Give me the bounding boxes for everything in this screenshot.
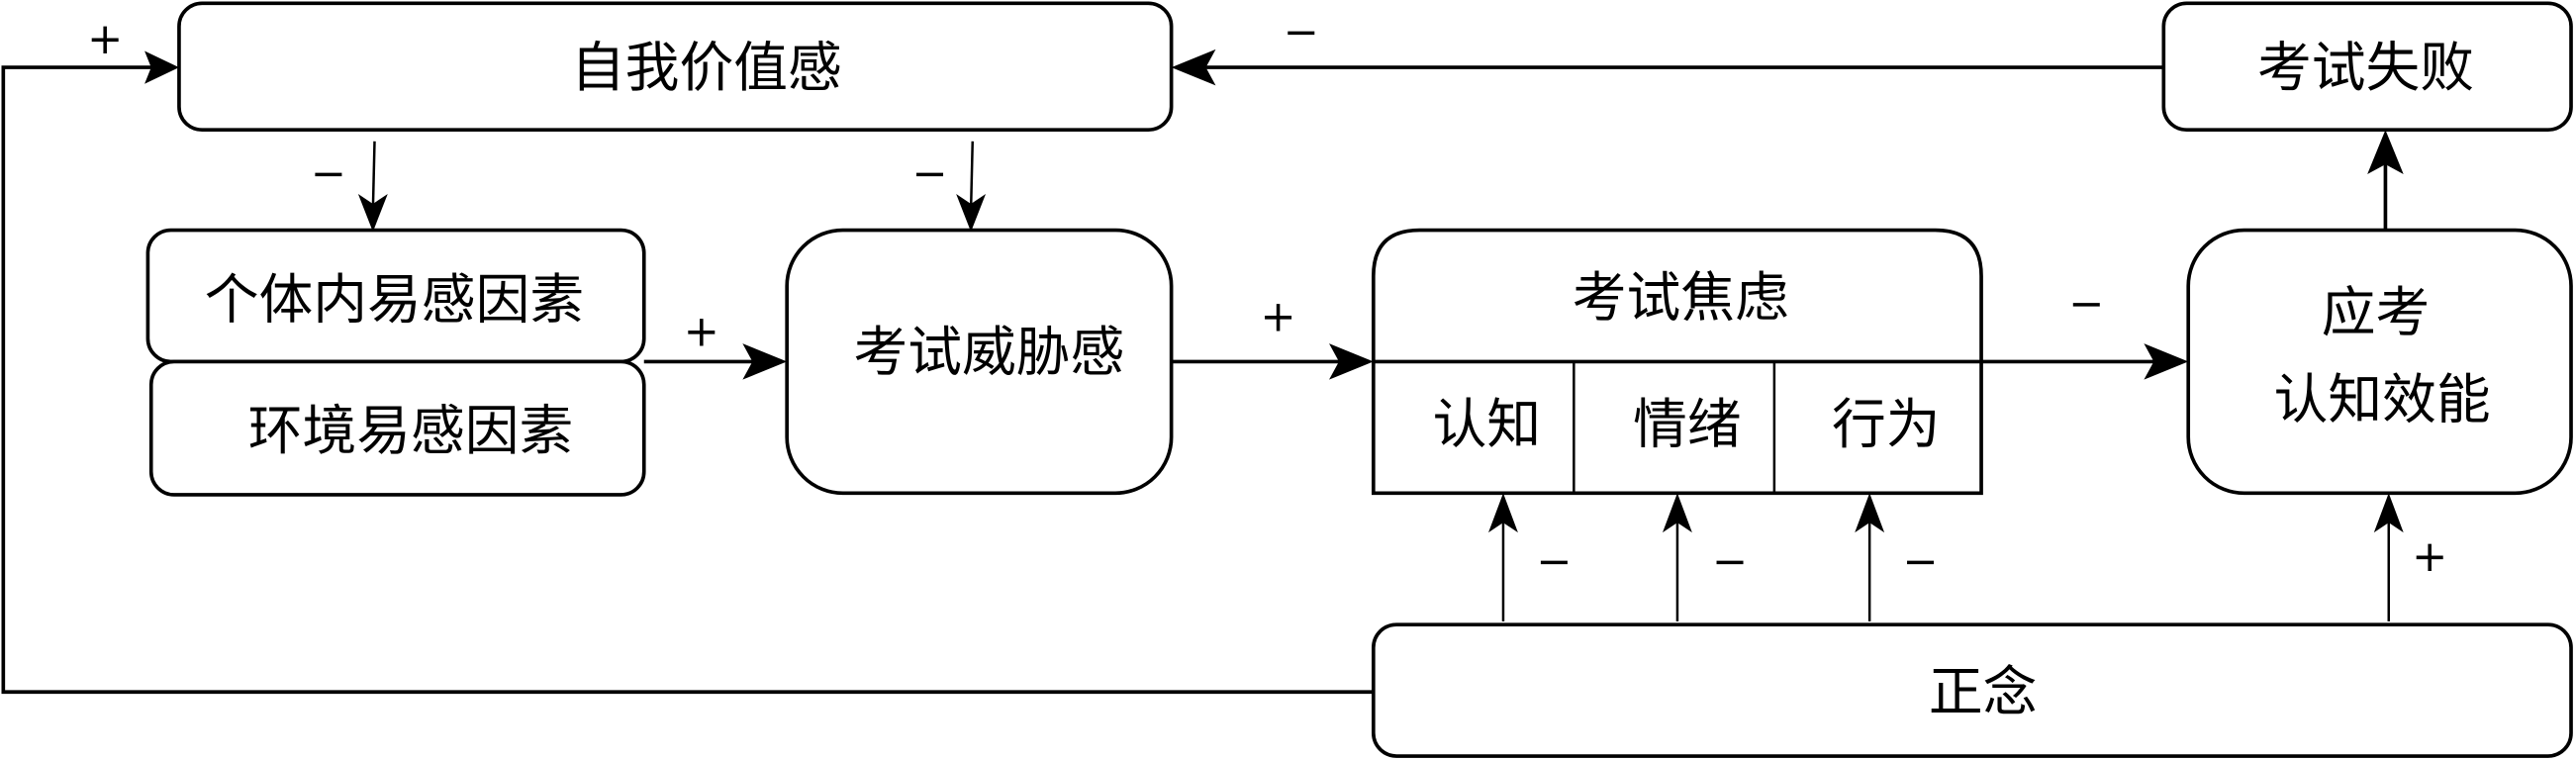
edge-efficacy-to-failure <box>2367 130 2404 231</box>
edge-factors-to-threat <box>643 343 788 380</box>
exam-threat-label: 考试威胁感 <box>853 320 1124 383</box>
edge-mindfulness-to-self-worth <box>1 50 1374 695</box>
arrow-head-icon <box>742 343 788 380</box>
sign-anxiety-efficacy: − <box>2068 279 2104 329</box>
sign-failure-self-worth: − <box>1284 8 1319 57</box>
self-worth-label: 自我价值感 <box>571 36 842 99</box>
arrow-head-icon <box>1171 48 1216 86</box>
edge-mindfulness-to-cognitive <box>1488 493 1518 621</box>
arrow-head-icon <box>1855 493 1885 533</box>
edge-failure-to-self-worth <box>1171 48 2164 86</box>
node-test-anxiety: 考试焦虑 认知 情绪 行为 <box>1371 228 1983 496</box>
arrow-head-icon <box>1488 493 1518 533</box>
arrow-head-icon <box>144 50 179 84</box>
arrow-head-icon <box>2144 343 2189 380</box>
arrow-head-icon <box>1329 343 1374 380</box>
internal-factors-label: 个体内易感因素 <box>205 267 584 331</box>
edge-mindfulness-to-efficacy <box>2373 493 2404 621</box>
sign-mindfulness-efficacy: + <box>2412 532 2447 582</box>
arrow-head-icon <box>2373 493 2404 533</box>
sign-self-worth-threat: − <box>912 149 948 199</box>
sign-mindfulness-cognitive: − <box>1536 537 1572 587</box>
sign-mindfulness-self-worth: + <box>87 15 123 64</box>
sign-mindfulness-emotional: − <box>1712 537 1748 587</box>
edge-self-worth-to-internal <box>357 141 388 233</box>
arrow-head-icon <box>357 193 388 233</box>
node-internal-factors: 个体内易感因素 <box>145 228 646 364</box>
edge-threat-to-anxiety <box>1171 343 1374 380</box>
node-exam-failure: 考试失败 <box>2161 1 2573 133</box>
mindfulness-label: 正念 <box>1929 660 2038 723</box>
anxiety-cognitive-label: 认知 <box>1433 393 1542 456</box>
exam-efficacy-label-line1: 应考 <box>2322 281 2431 344</box>
arrow-head-icon <box>2367 130 2404 175</box>
test-anxiety-label: 考试焦虑 <box>1573 266 1789 330</box>
node-exam-threat: 考试威胁感 <box>785 228 1174 496</box>
edge-anxiety-to-efficacy <box>1981 343 2189 380</box>
edge-mindfulness-to-emotional <box>1662 493 1692 621</box>
exam-efficacy-label-line2: 认知效能 <box>2274 368 2491 431</box>
sign-factors-threat: + <box>684 307 719 356</box>
arrow-head-icon <box>956 193 987 233</box>
self-worth-threat-line <box>969 141 975 211</box>
environmental-factors-label: 环境易感因素 <box>248 399 574 462</box>
node-mindfulness: 正念 <box>1371 622 2573 758</box>
feedback-line <box>1 65 1374 695</box>
anxiety-behavioral-label: 行为 <box>1832 393 1941 456</box>
self-worth-box <box>177 1 1174 133</box>
arrow-head-icon <box>1662 493 1692 533</box>
anxiety-emotional-label: 情绪 <box>1633 393 1742 456</box>
node-self-worth: 自我价值感 <box>177 1 1174 133</box>
edge-mindfulness-to-behavioral <box>1855 493 1885 621</box>
sign-mindfulness-behavioral: − <box>1903 537 1939 587</box>
exam-failure-label: 考试失败 <box>2257 36 2474 99</box>
node-exam-efficacy: 应考 认知效能 <box>2186 228 2573 496</box>
sign-threat-anxiety: + <box>1260 293 1295 342</box>
environmental-factors-box <box>148 359 646 497</box>
node-environmental-factors: 环境易感因素 <box>148 359 646 497</box>
sign-self-worth-internal: − <box>311 149 346 199</box>
edge-self-worth-to-threat <box>956 141 987 233</box>
exam-efficacy-box <box>2186 228 2573 496</box>
self-worth-internal-line <box>371 141 376 211</box>
